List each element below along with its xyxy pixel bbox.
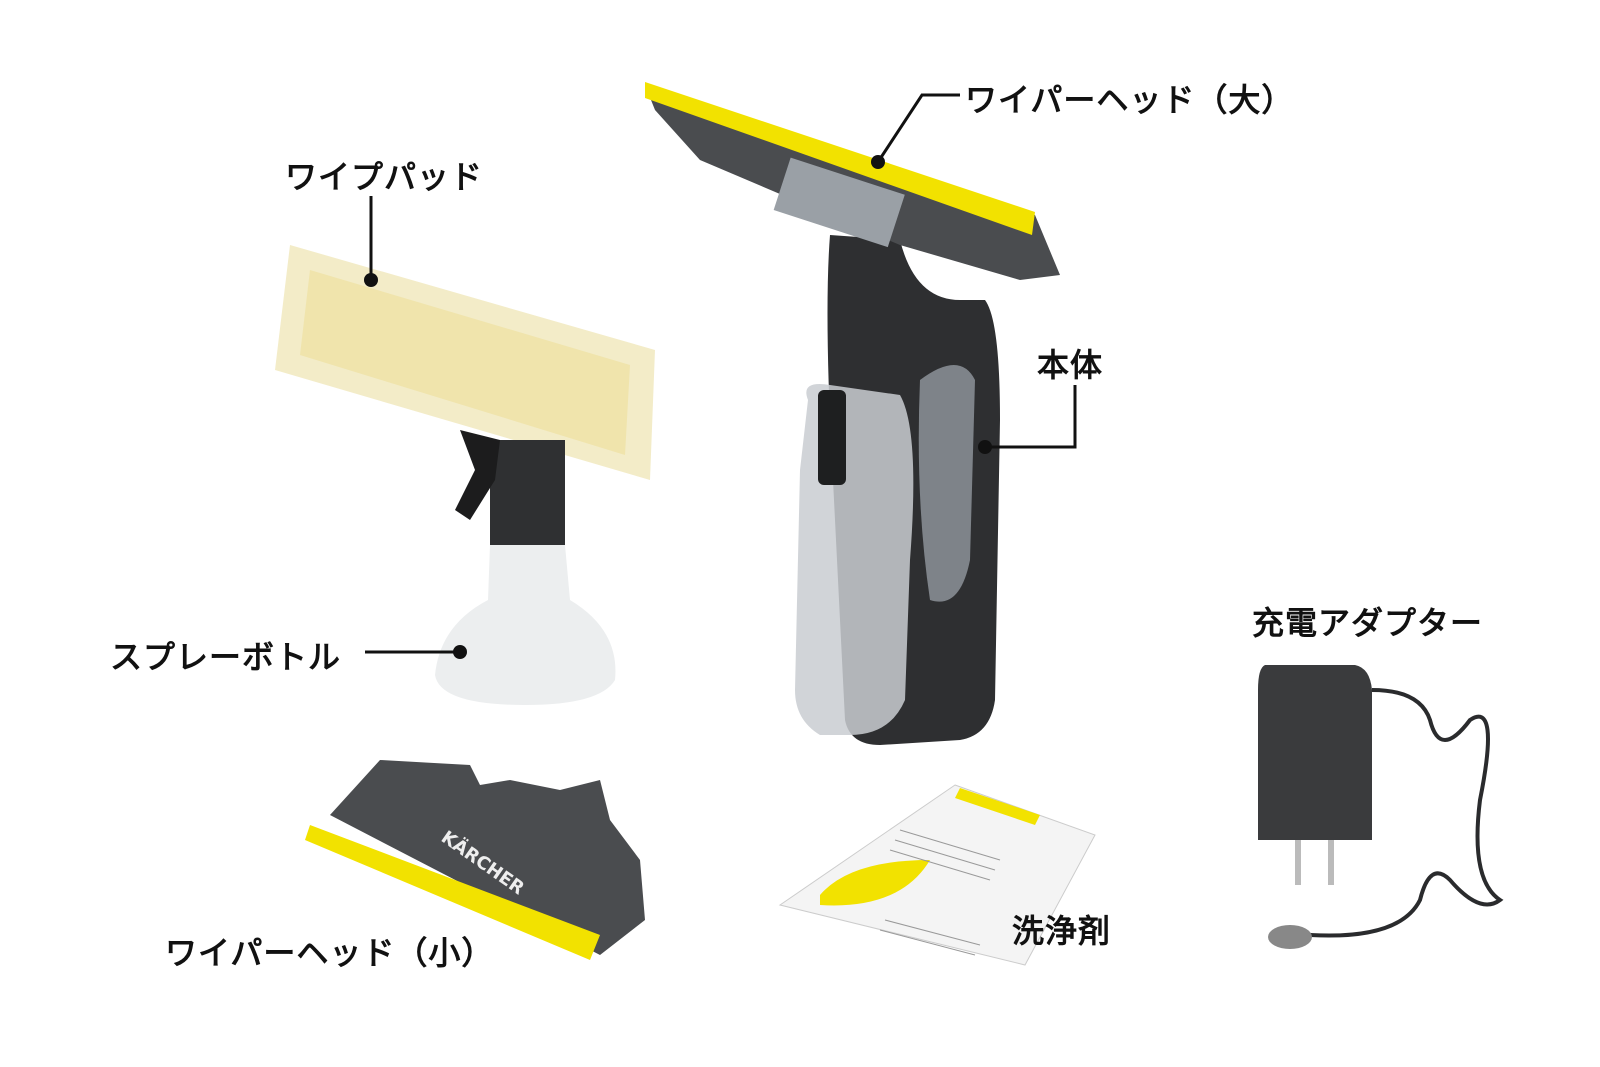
- label-charger: 充電アダプター: [1252, 604, 1484, 642]
- wipe-pad: [275, 245, 655, 480]
- label-wiper-head-large: ワイパーヘッド（大）: [965, 81, 1295, 119]
- label-wiper-head-small: ワイパーヘッド（小）: [165, 934, 495, 972]
- charging-adapter: [1258, 665, 1504, 949]
- main-unit: [795, 235, 1000, 745]
- callout-dots: [364, 155, 992, 659]
- spray-bottle: [435, 430, 616, 705]
- wiper-head-small: KÄRCHER: [305, 760, 645, 960]
- detergent-sachet: [778, 784, 1096, 966]
- wiper-head-large: [645, 82, 1060, 280]
- label-wipe-pad: ワイプパッド: [285, 158, 484, 196]
- label-spray-bottle: スプレーボトル: [110, 638, 342, 676]
- leader-lines: [365, 93, 1077, 654]
- label-main-unit: 本体: [1037, 346, 1104, 384]
- label-detergent: 洗浄剤: [1012, 912, 1112, 950]
